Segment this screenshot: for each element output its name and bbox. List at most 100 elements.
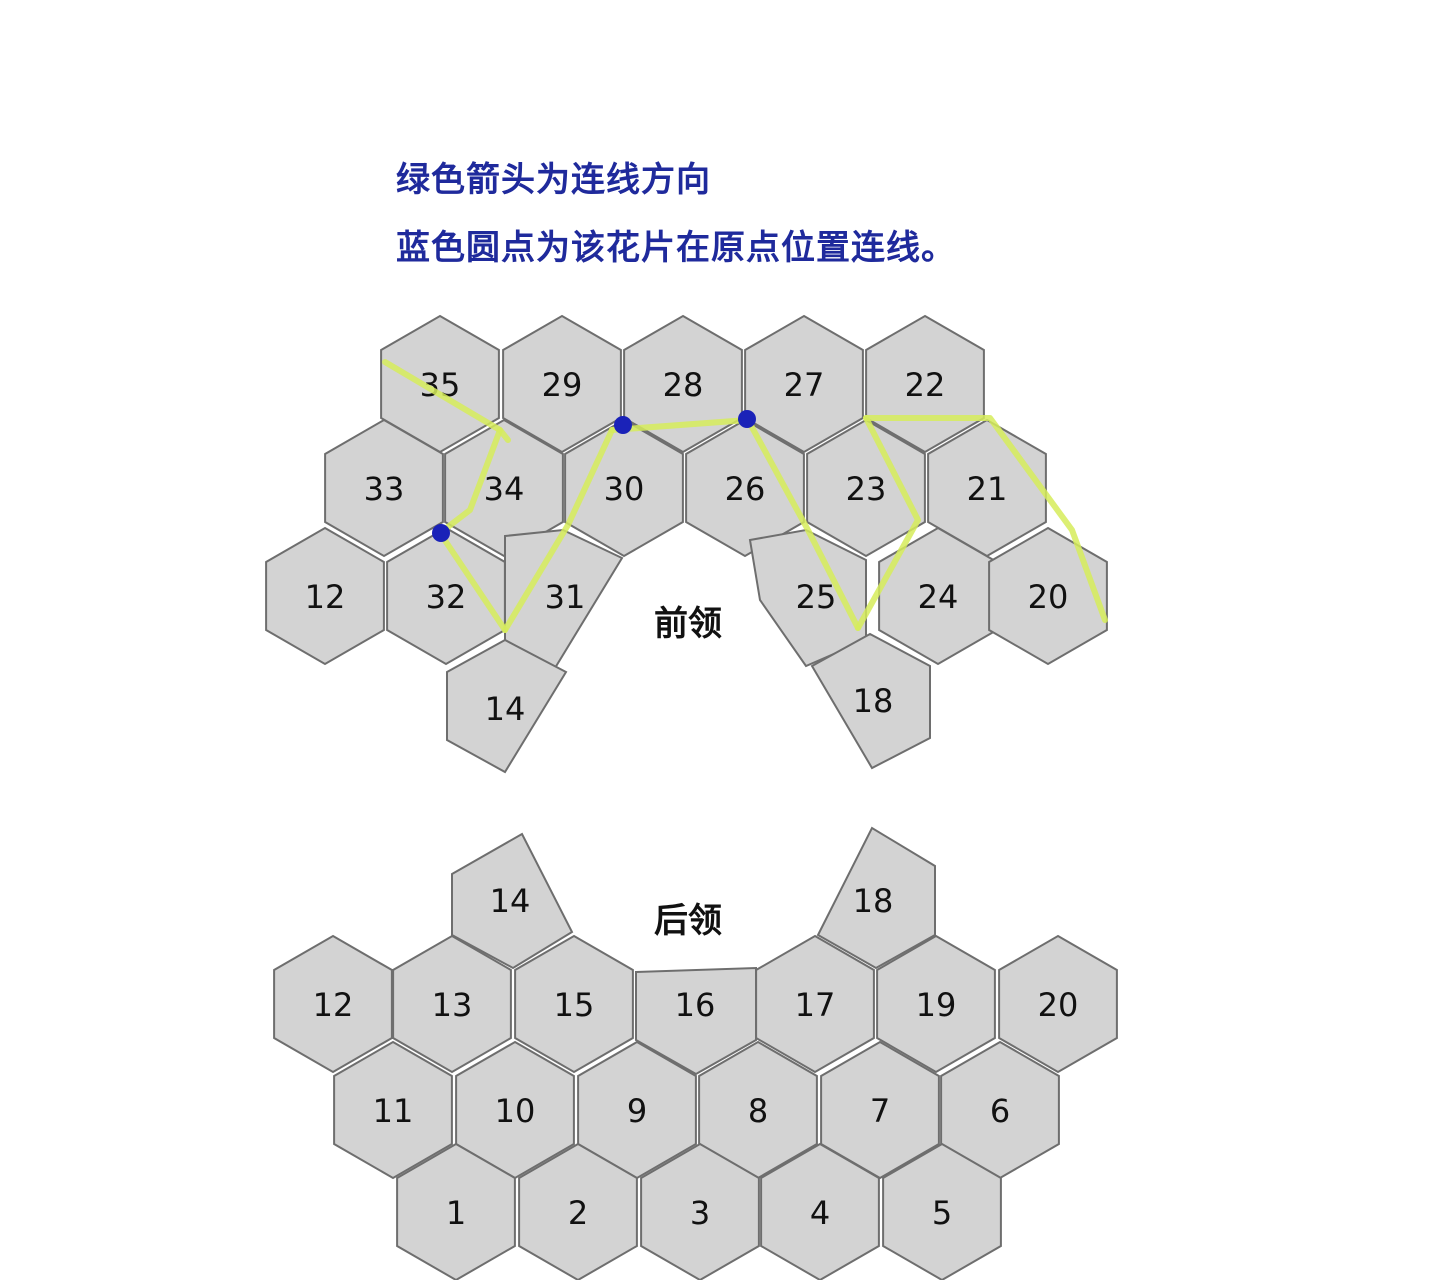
back-motif-11-number: 11 bbox=[373, 1092, 414, 1130]
back-motif-19-shape bbox=[876, 934, 996, 1074]
connection-arrow-2 bbox=[437, 427, 503, 536]
front-motif-20-number: 20 bbox=[1028, 578, 1069, 616]
back-motif-7: 7 bbox=[820, 1040, 940, 1180]
front-motif-26: 26 bbox=[685, 418, 805, 558]
front-motif-33-number: 33 bbox=[364, 470, 405, 508]
back-motif-9: 9 bbox=[577, 1040, 697, 1180]
front-motif-23-shape bbox=[806, 418, 926, 558]
back-motif-18-shape bbox=[816, 826, 936, 970]
front-motif-20: 20 bbox=[988, 526, 1108, 666]
connection-arrow-5 bbox=[609, 417, 751, 433]
back-motif-11: 11 bbox=[333, 1040, 453, 1180]
connection-arrow-8 bbox=[863, 415, 1108, 623]
front-motif-32: 32 bbox=[386, 526, 506, 666]
front-motif-12: 12 bbox=[265, 526, 385, 666]
back-motif-6: 6 bbox=[940, 1040, 1060, 1180]
front-motif-28-number: 28 bbox=[663, 366, 704, 404]
back-motif-14: 14 bbox=[451, 832, 574, 970]
front-motif-14-shape bbox=[446, 638, 568, 774]
back-motif-15-shape bbox=[514, 934, 634, 1074]
front-motif-33-shape bbox=[324, 418, 444, 558]
front-motif-26-number: 26 bbox=[725, 470, 766, 508]
front-motif-27-shape bbox=[744, 314, 864, 454]
front-motif-32-number: 32 bbox=[426, 578, 467, 616]
back-motif-18: 18 bbox=[816, 826, 936, 970]
back-motif-12-number: 12 bbox=[313, 986, 354, 1024]
back-motif-5-shape bbox=[882, 1142, 1002, 1280]
front-motif-31: 31 bbox=[504, 528, 624, 670]
back-motif-4-number: 4 bbox=[810, 1194, 830, 1232]
back-motif-4: 4 bbox=[760, 1142, 880, 1280]
back-motif-13-shape bbox=[392, 934, 512, 1074]
back-motif-17: 17 bbox=[755, 934, 875, 1074]
front-motif-31-shape bbox=[504, 528, 624, 670]
back-motif-19-number: 19 bbox=[916, 986, 957, 1024]
front-motif-14-number: 14 bbox=[485, 690, 526, 728]
front-motif-30: 30 bbox=[564, 418, 684, 558]
back-motif-9-number: 9 bbox=[627, 1092, 647, 1130]
front-motif-20-shape bbox=[988, 526, 1108, 666]
back-motif-3-number: 3 bbox=[690, 1194, 710, 1232]
front-motif-24: 24 bbox=[878, 526, 998, 666]
front-motif-21-number: 21 bbox=[967, 470, 1008, 508]
back-motif-2-shape bbox=[518, 1142, 638, 1280]
back-motif-11-shape bbox=[333, 1040, 453, 1180]
front-motif-35: 35 bbox=[380, 314, 500, 454]
back-motif-13-number: 13 bbox=[432, 986, 473, 1024]
back-motif-16: 16 bbox=[635, 966, 757, 1076]
front-motif-18-number: 18 bbox=[853, 682, 894, 720]
front-motif-25-number: 25 bbox=[796, 578, 837, 616]
back-motif-2-number: 2 bbox=[568, 1194, 588, 1232]
back-motif-10-number: 10 bbox=[495, 1092, 536, 1130]
front-motif-18-shape bbox=[810, 632, 931, 770]
back-motif-20-number: 20 bbox=[1038, 986, 1079, 1024]
back-motif-6-number: 6 bbox=[990, 1092, 1010, 1130]
origin-dot-1 bbox=[614, 416, 632, 434]
back-motif-12: 12 bbox=[273, 934, 393, 1074]
front-collar-motifs: 35 29 28 27 22 33 34 30 26 23 21 12 32 31 25 24 20 14 18 bbox=[265, 314, 1108, 774]
legend-dot-note: 蓝色圆点为该花片在原点位置连线。 bbox=[396, 228, 956, 268]
back-motif-17-shape bbox=[755, 934, 875, 1074]
front-motif-34-number: 34 bbox=[484, 470, 525, 508]
back-motif-5: 5 bbox=[882, 1142, 1002, 1280]
back-motif-5-number: 5 bbox=[932, 1194, 952, 1232]
front-motif-25: 25 bbox=[748, 528, 867, 668]
back-motif-20-shape bbox=[998, 934, 1118, 1074]
back-motif-4-shape bbox=[760, 1142, 880, 1280]
front-motif-18: 18 bbox=[810, 632, 931, 770]
front-motif-22-number: 22 bbox=[905, 366, 946, 404]
front-motif-27: 27 bbox=[744, 314, 864, 454]
front-motif-12-shape bbox=[265, 526, 385, 666]
front-motif-12-number: 12 bbox=[305, 578, 346, 616]
back-motif-13: 13 bbox=[392, 934, 512, 1074]
legend-arrow-note: 绿色箭头为连线方向 bbox=[396, 160, 711, 200]
front-motif-29: 29 bbox=[502, 314, 622, 454]
back-motif-8-number: 8 bbox=[748, 1092, 768, 1130]
back-motif-19: 19 bbox=[876, 934, 996, 1074]
origin-dot-3 bbox=[432, 524, 450, 542]
front-motif-23-number: 23 bbox=[846, 470, 887, 508]
front-motif-28: 28 bbox=[623, 314, 743, 454]
back-motif-16-number: 16 bbox=[675, 986, 716, 1024]
origin-dot-2 bbox=[738, 410, 756, 428]
back-motif-17-number: 17 bbox=[795, 986, 836, 1024]
front-motif-23: 23 bbox=[806, 418, 926, 558]
back-motif-20: 20 bbox=[998, 934, 1118, 1074]
front-motif-26-shape bbox=[685, 418, 805, 558]
back-motif-1-shape bbox=[396, 1142, 516, 1280]
front-motif-30-number: 30 bbox=[604, 470, 645, 508]
front-motif-14: 14 bbox=[446, 638, 568, 774]
origin-dots bbox=[432, 410, 756, 542]
front-collar-label: 前领 bbox=[654, 604, 722, 644]
connection-arrow-3 bbox=[437, 530, 508, 633]
back-motif-1-number: 1 bbox=[446, 1194, 466, 1232]
front-motif-27-number: 27 bbox=[784, 366, 825, 404]
back-motif-7-number: 7 bbox=[870, 1092, 890, 1130]
front-motif-24-number: 24 bbox=[918, 578, 959, 616]
back-motif-15: 15 bbox=[514, 934, 634, 1074]
front-motif-29-number: 29 bbox=[542, 366, 583, 404]
connection-arrow-4 bbox=[502, 427, 615, 633]
front-motif-28-shape bbox=[623, 314, 743, 454]
